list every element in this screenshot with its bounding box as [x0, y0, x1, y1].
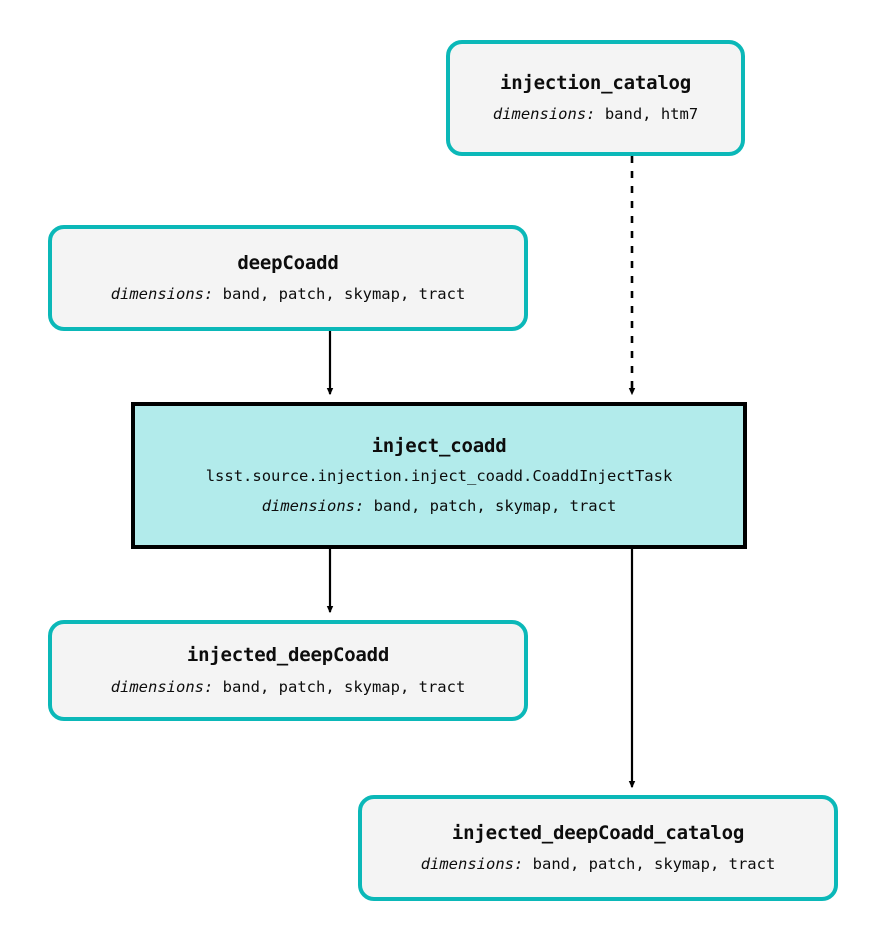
dimensions-value: band, htm7: [604, 105, 699, 124]
dimensions-value: band, patch, skymap, tract: [373, 497, 617, 516]
node-title: injection_catalog: [499, 71, 692, 94]
node-inject-coadd[interactable]: inject_coadd lsst.source.injection.injec…: [131, 402, 747, 549]
node-title: inject_coadd: [371, 434, 507, 457]
node-dimensions: dimensions: band, patch, skymap, tract: [421, 856, 776, 873]
node-deepcoadd[interactable]: deepCoadd dimensions: band, patch, skyma…: [48, 225, 528, 331]
node-injected-deepcoadd-catalog[interactable]: injected_deepCoadd_catalog dimensions: b…: [358, 795, 838, 901]
dimensions-label: dimensions:: [110, 285, 223, 304]
node-dimensions: dimensions: band, patch, skymap, tract: [111, 286, 466, 303]
node-dimensions: dimensions: band, patch, skymap, tract: [110, 677, 466, 696]
dimensions-value: band, patch, skymap, tract: [222, 285, 466, 304]
node-title: injected_deepCoadd: [186, 644, 390, 667]
dimensions-value: band, patch, skymap, tract: [222, 677, 466, 696]
dimensions-value: band, patch, skymap, tract: [532, 855, 776, 874]
node-class-path: lsst.source.injection.inject_coadd.Coadd…: [205, 467, 673, 486]
dimensions-label: dimensions:: [261, 497, 374, 516]
node-title: injected_deepCoadd_catalog: [451, 821, 745, 844]
node-dimensions: dimensions: band, patch, skymap, tract: [262, 498, 617, 515]
dimensions-label: dimensions:: [420, 855, 533, 874]
node-injection-catalog[interactable]: injection_catalog dimensions: band, htm7: [446, 40, 745, 156]
node-title: deepCoadd: [237, 251, 339, 274]
dimensions-label: dimensions:: [492, 105, 605, 124]
dimensions-label: dimensions:: [110, 677, 223, 696]
node-injected-deepcoadd[interactable]: injected_deepCoadd dimensions: band, pat…: [48, 620, 528, 721]
node-dimensions: dimensions: band, htm7: [493, 106, 698, 123]
